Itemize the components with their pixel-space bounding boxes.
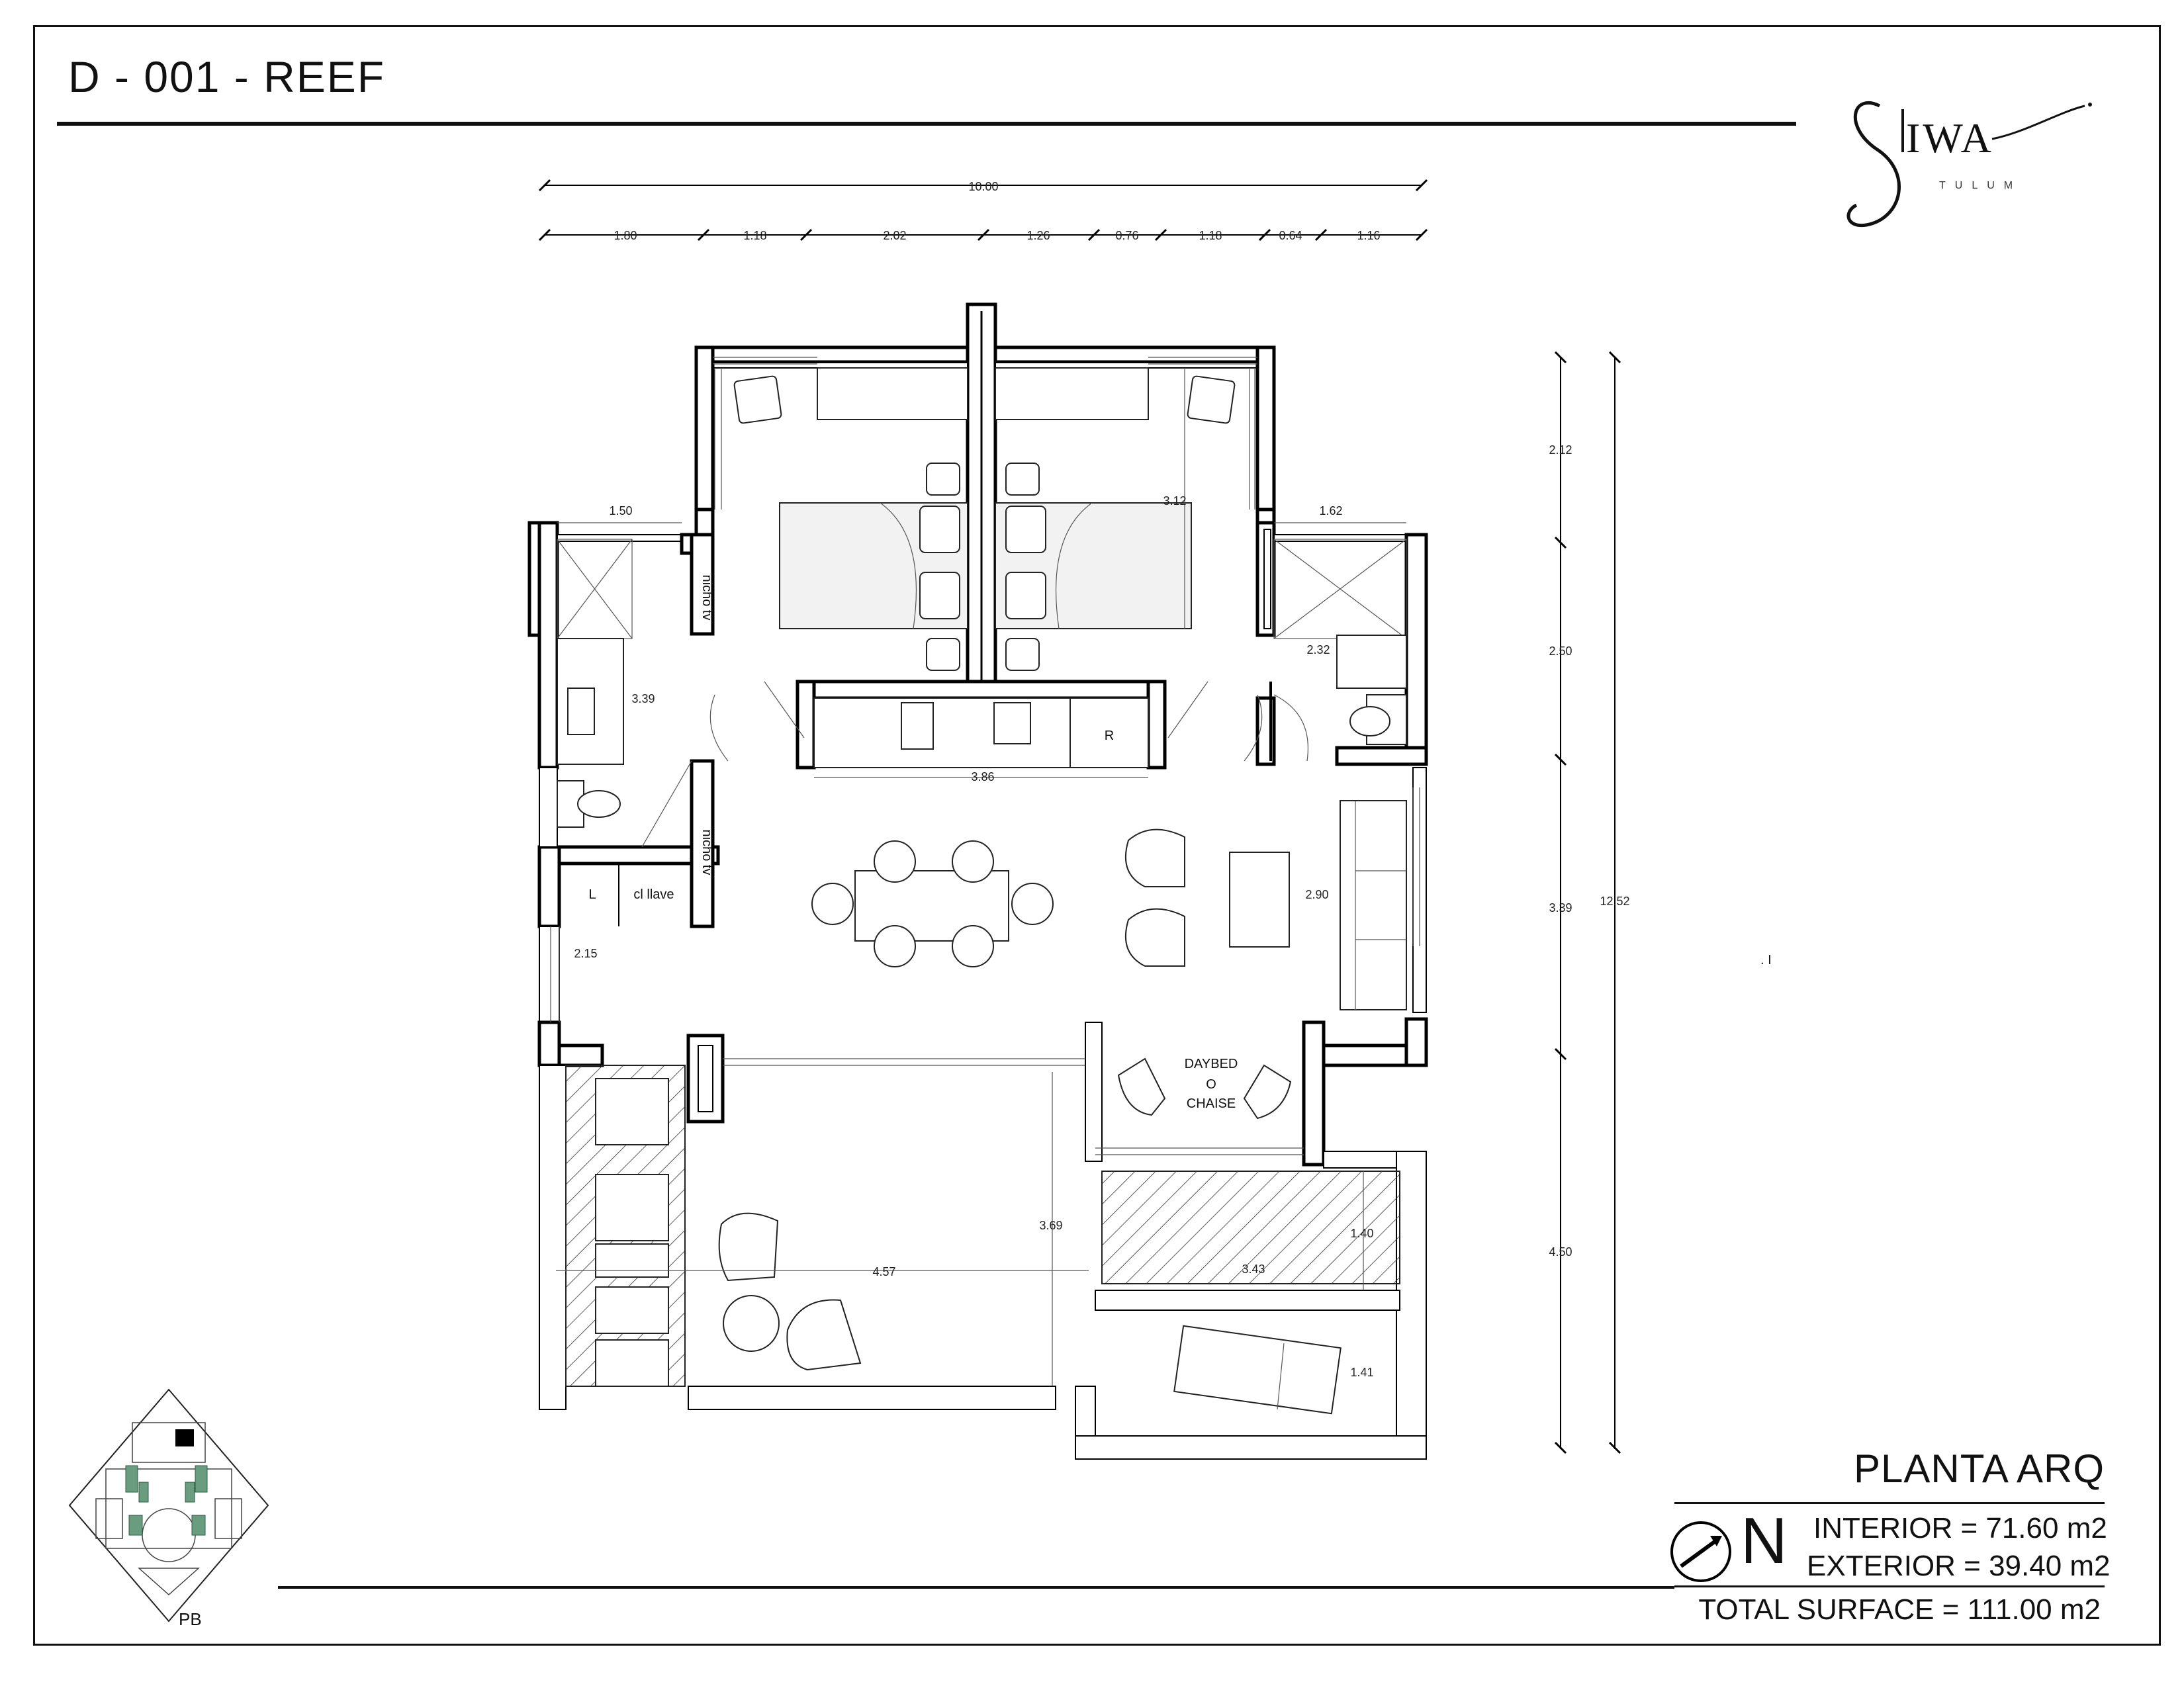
- total-surface: TOTAL SURFACE = 111.00 m2: [1698, 1593, 2101, 1626]
- deck-pavers: [595, 1078, 669, 1387]
- fridge: [1069, 697, 1149, 768]
- stray-mark: . I: [1760, 953, 1772, 967]
- dim-seg-7: 0.64: [1279, 229, 1302, 242]
- dim-3-86: 3.86: [971, 770, 994, 783]
- lounge-chair-1: [1124, 828, 1185, 887]
- label-fridge: R: [1105, 729, 1114, 743]
- frame-bottom: [33, 1644, 2161, 1646]
- svg-text:IWA: IWA: [1906, 114, 1994, 161]
- dim-2-15: 2.15: [574, 947, 597, 960]
- dim-2-90: 2.90: [1305, 888, 1328, 901]
- siwa-logo: IWA TULUM: [1846, 101, 2092, 228]
- dim-1-40: 1.40: [1350, 1227, 1373, 1240]
- exterior-area: EXTERIOR = 39.40 m2: [1807, 1550, 2111, 1582]
- terrace-side-table: [723, 1295, 780, 1352]
- dim-4-57: 4.57: [872, 1265, 895, 1278]
- dim-seg-3: 2.02: [883, 229, 906, 242]
- armchair-bedroom-left: [733, 375, 782, 424]
- dimension-right: 2.12 2.50 3.39 4.50 12.52: [1549, 351, 1630, 1454]
- terrace-chair-2: [786, 1299, 862, 1371]
- daybed-chair-right: [1243, 1064, 1292, 1120]
- frame-right: [2159, 25, 2161, 1644]
- dim-seg-2: 1.18: [743, 229, 766, 242]
- label-chaise: CHAISE: [1187, 1096, 1236, 1111]
- dim-1-62: 1.62: [1319, 504, 1342, 517]
- cooktop: [901, 702, 934, 750]
- headboard-left: [817, 367, 968, 420]
- dim-right-3: 3.39: [1549, 901, 1572, 914]
- dimension-top-overall: 10.00: [538, 179, 1428, 193]
- key-plan: [68, 1388, 269, 1622]
- headboard-right: [995, 367, 1149, 420]
- dim-seg-8: 1.16: [1357, 229, 1380, 242]
- sheet-title: D - 001 - REEF: [68, 52, 386, 101]
- frame-left: [33, 25, 35, 1646]
- label-closet: cl llave: [633, 887, 674, 902]
- keyplan-unit-highlight: [175, 1429, 194, 1446]
- sofa: [1340, 800, 1407, 1010]
- interior-dimensions: [556, 368, 1406, 1386]
- legend-rule-top: [1674, 1502, 2105, 1504]
- coffee-table: [1229, 852, 1290, 948]
- plan-title: PLANTA ARQ: [1853, 1446, 2105, 1491]
- dim-seg-4: 1.26: [1026, 229, 1050, 242]
- frame-top: [33, 25, 2161, 27]
- dim-3-69: 3.69: [1039, 1219, 1062, 1232]
- legend-rule-long: [278, 1586, 1674, 1589]
- dim-2-32: 2.32: [1306, 643, 1330, 656]
- dim-overall-width: 10.00: [968, 180, 998, 193]
- label-nicho-tv-2: nicho tv: [700, 830, 714, 875]
- daybed-chair-left: [1117, 1057, 1166, 1116]
- label-daybed: DAYBED: [1185, 1057, 1238, 1071]
- dim-right-1: 2.12: [1549, 443, 1572, 457]
- dim-1-41: 1.41: [1350, 1366, 1373, 1379]
- armchair-bedroom-right: [1187, 375, 1236, 424]
- lounge-chair-2: [1124, 908, 1185, 967]
- dim-seg-5: 0.76: [1115, 229, 1138, 242]
- dim-overall-depth: 12.52: [1600, 895, 1629, 908]
- dining-chairs: [811, 840, 1054, 967]
- logo-subtext: TULUM: [1939, 180, 2022, 191]
- dim-3-12: 3.12: [1163, 494, 1186, 508]
- hatch-pool: [1101, 1171, 1400, 1284]
- legend-rule-bottom: [1674, 1585, 2105, 1587]
- title-rule: [57, 122, 1796, 126]
- dim-seg-1: 1.80: [614, 229, 637, 242]
- north-arrow-icon: [1670, 1521, 1731, 1582]
- dim-right-4: 4.50: [1549, 1245, 1572, 1259]
- label-laundry: L: [588, 887, 596, 902]
- keyplan-label: PB: [179, 1609, 202, 1629]
- terrace-chair-1: [718, 1212, 779, 1282]
- label-daybed-or: O: [1206, 1077, 1216, 1092]
- dim-right-2: 2.50: [1549, 644, 1572, 658]
- sink: [993, 702, 1031, 744]
- label-nicho-tv-1: nicho tv: [700, 575, 714, 621]
- interior-area: INTERIOR = 71.60 m2: [1813, 1512, 2107, 1544]
- dimension-top-segments: 1.80 1.18 2.02 1.26 0.76 1.18 0.64 1.16: [538, 228, 1428, 242]
- dim-seg-6: 1.18: [1199, 229, 1222, 242]
- pillows: [919, 463, 1046, 671]
- sun-lounger: [1173, 1325, 1342, 1415]
- dim-3-43: 3.43: [1242, 1263, 1265, 1276]
- dim-3-39: 3.39: [631, 692, 655, 705]
- vanity-right: [1336, 635, 1407, 689]
- north-label: N: [1741, 1504, 1788, 1577]
- doors: [641, 681, 1308, 848]
- windows: [550, 357, 1420, 1155]
- dim-1-50: 1.50: [609, 504, 632, 517]
